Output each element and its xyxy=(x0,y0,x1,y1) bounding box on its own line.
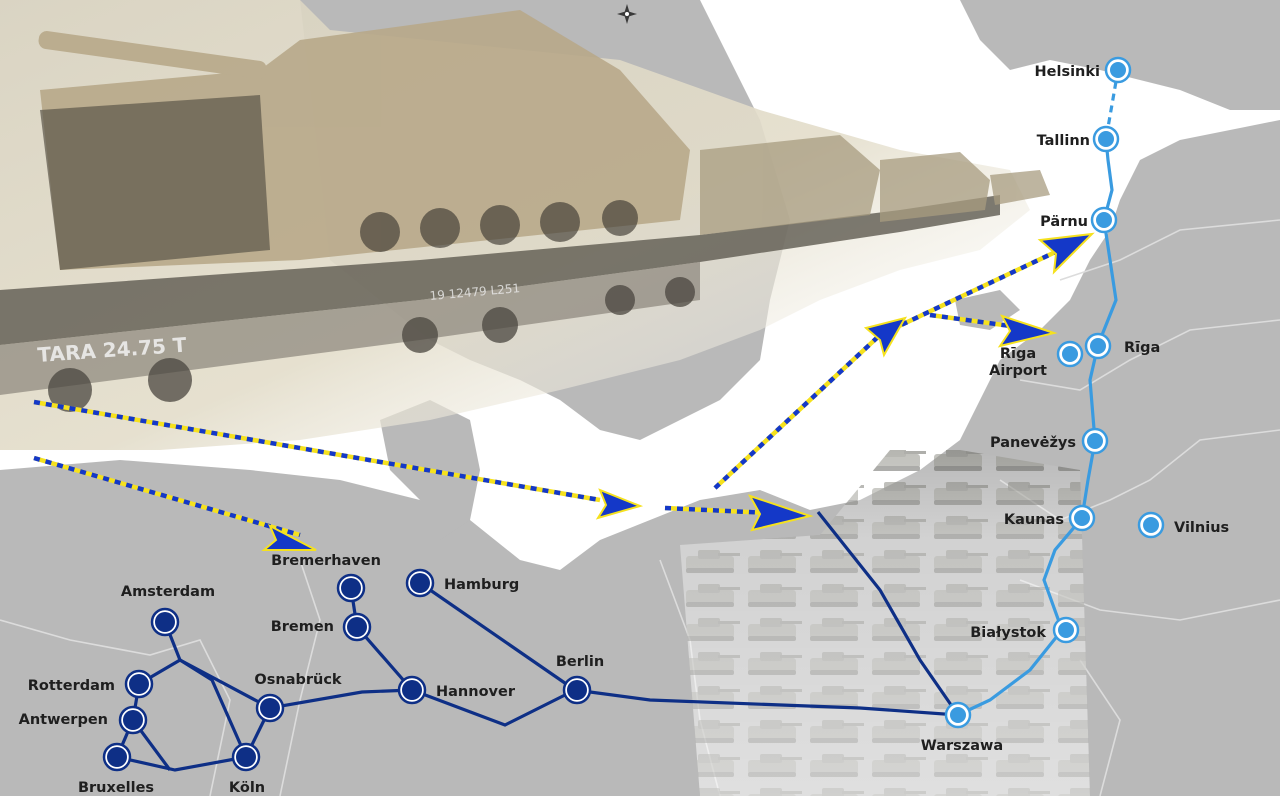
station-label-bruxelles: Bruxelles xyxy=(78,780,154,796)
station-label-antwerpen: Antwerpen xyxy=(19,712,108,728)
wind-rose-icon xyxy=(617,4,637,24)
station-bremerhaven[interactable]: Bremerhaven xyxy=(271,553,381,603)
station-dot-parnu xyxy=(1096,212,1112,228)
station-dot-vilnius xyxy=(1143,517,1159,533)
station-dot-osnabruck xyxy=(260,698,280,718)
station-koln[interactable]: Köln xyxy=(229,742,265,796)
station-rotterdam[interactable]: Rotterdam xyxy=(28,669,154,699)
station-hannover[interactable]: Hannover xyxy=(397,675,516,705)
station-bialystok[interactable]: Białystok xyxy=(970,616,1080,644)
station-berlin[interactable]: Berlin xyxy=(556,654,604,705)
station-dot-bialystok xyxy=(1058,622,1074,638)
station-helsinki[interactable]: Helsinki xyxy=(1035,56,1132,84)
station-tallinn[interactable]: Tallinn xyxy=(1037,125,1120,153)
station-label-koln: Köln xyxy=(229,780,265,796)
station-vilnius[interactable]: Vilnius xyxy=(1137,511,1229,539)
train-photo: TARA 24.75 T 19 12479 L251 xyxy=(0,0,1050,450)
station-label-helsinki: Helsinki xyxy=(1035,64,1100,80)
station-dot-tallinn xyxy=(1098,131,1114,147)
station-label-hannover: Hannover xyxy=(436,684,516,700)
station-parnu[interactable]: Pärnu xyxy=(1040,206,1118,234)
station-label-parnu: Pärnu xyxy=(1040,214,1088,230)
station-label-rotterdam: Rotterdam xyxy=(28,678,115,694)
station-dot-koln xyxy=(236,747,256,767)
station-hamburg[interactable]: Hamburg xyxy=(405,568,519,598)
tank-formation-photo xyxy=(680,450,1090,796)
station-label-warszawa: Warszawa xyxy=(921,738,1003,754)
station-label-bremen: Bremen xyxy=(271,619,334,635)
station-antwerpen[interactable]: Antwerpen xyxy=(19,705,148,735)
station-dot-hamburg xyxy=(410,573,430,593)
station-dot-rotterdam xyxy=(129,674,149,694)
station-label-tallinn: Tallinn xyxy=(1037,133,1090,149)
deployment-arrows xyxy=(33,232,1095,551)
station-label-bremerhaven: Bremerhaven xyxy=(271,553,381,569)
station-dot-antwerpen xyxy=(123,710,143,730)
station-dot-kaunas xyxy=(1074,510,1090,526)
station-label-hamburg: Hamburg xyxy=(444,577,519,593)
station-bruxelles[interactable]: Bruxelles xyxy=(78,742,154,796)
station-label-berlin: Berlin xyxy=(556,654,604,670)
station-dot-panevezys xyxy=(1087,433,1103,449)
station-dot-hannover xyxy=(402,680,422,700)
station-warszawa[interactable]: Warszawa xyxy=(921,701,1003,754)
station-dot-bremen xyxy=(347,617,367,637)
station-label-kaunas: Kaunas xyxy=(1004,512,1064,528)
station-dot-warszawa xyxy=(950,707,966,723)
station-dot-amsterdam xyxy=(155,612,175,632)
station-bremen[interactable]: Bremen xyxy=(271,612,372,642)
station-dot-riga-airport xyxy=(1062,346,1078,362)
station-label-bialystok: Białystok xyxy=(970,625,1046,641)
station-label-amsterdam: Amsterdam xyxy=(121,584,215,600)
station-riga[interactable]: Rīga xyxy=(1084,332,1160,360)
station-dot-helsinki xyxy=(1110,62,1126,78)
station-kaunas[interactable]: Kaunas xyxy=(1004,504,1096,532)
station-dot-riga xyxy=(1090,338,1106,354)
station-label-riga: Rīga xyxy=(1124,340,1160,356)
station-amsterdam[interactable]: Amsterdam xyxy=(121,584,215,637)
station-panevezys[interactable]: Panevėžys xyxy=(990,427,1109,455)
station-label-panevezys: Panevėžys xyxy=(990,435,1076,451)
station-dot-berlin xyxy=(567,680,587,700)
station-dot-bremerhaven xyxy=(341,578,361,598)
station-label-osnabruck: Osnabrück xyxy=(254,672,342,688)
station-osnabruck[interactable]: Osnabrück xyxy=(254,672,342,723)
station-dot-bruxelles xyxy=(107,747,127,767)
station-label-vilnius: Vilnius xyxy=(1174,520,1229,536)
